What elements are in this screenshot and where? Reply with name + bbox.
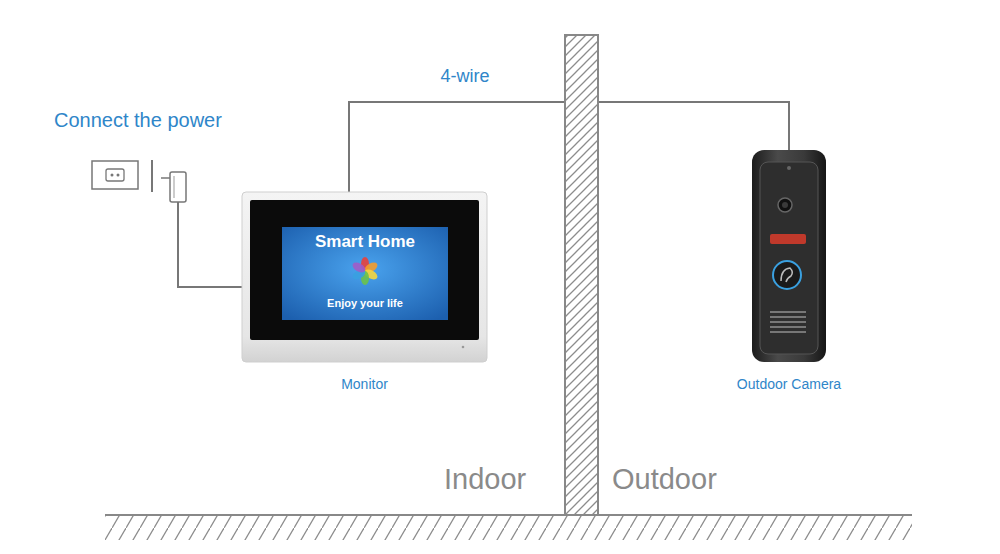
power-wire (178, 202, 242, 287)
plug-line (151, 160, 153, 192)
monitor-frame (242, 192, 487, 362)
label-holder: Connect the power (54, 108, 222, 132)
camera-device: Outdoor Camera (752, 150, 826, 362)
instruction-label: Connect the power (54, 108, 222, 132)
speaker-slot (770, 321, 806, 323)
speaker-slot (770, 311, 806, 313)
label-holder: 4-wire (438, 66, 491, 88)
plug-pin (161, 177, 170, 179)
power-supply (92, 160, 242, 287)
monitor-face (250, 200, 479, 340)
adapter-edge (174, 176, 175, 198)
camera-mic (787, 166, 791, 170)
camera-lens-core (782, 202, 788, 208)
outlet-socket (106, 169, 124, 181)
monitor-screen (282, 227, 448, 320)
screen-title: Smart Home (315, 232, 415, 252)
logo-petal (351, 261, 367, 275)
camera-device (752, 150, 826, 362)
ground-hatch (105, 516, 912, 540)
screen-slogan: Enjoy your life (327, 297, 403, 310)
monitor-device: MonitorSmart HomeEnjoy your life (242, 192, 487, 362)
ground-line (105, 514, 912, 516)
wall-outlet (92, 161, 138, 189)
camera-lens (778, 198, 792, 212)
wire-label: 4-wire (438, 66, 491, 88)
speaker-slot (770, 316, 806, 318)
wall-ground (565, 35, 598, 515)
label-holder: Outdoor (612, 462, 717, 497)
wall-hatch (565, 35, 598, 515)
outlet-hole (117, 174, 120, 177)
wall (565, 35, 598, 515)
screen-display: Smart HomeEnjoy your life (282, 227, 448, 320)
camera-housing (752, 150, 826, 362)
monitor-device (242, 192, 487, 362)
outlet-hole (111, 174, 114, 177)
label-holder: Indoor (444, 462, 526, 497)
monitor-led (462, 346, 465, 349)
ground (105, 515, 912, 540)
speaker-slot (770, 326, 806, 328)
button-icon (781, 268, 792, 282)
power-adapter (170, 172, 186, 202)
device-caption: Monitor (182, 376, 547, 393)
device-caption: Outdoor Camera (692, 376, 886, 393)
speaker-slot (770, 331, 806, 333)
ir-strip (770, 234, 806, 244)
call-button (773, 261, 801, 289)
screen-logo (351, 257, 379, 285)
zone-label: Indoor (444, 462, 526, 497)
zone-label: Outdoor (612, 462, 717, 497)
camera-front (760, 162, 818, 354)
